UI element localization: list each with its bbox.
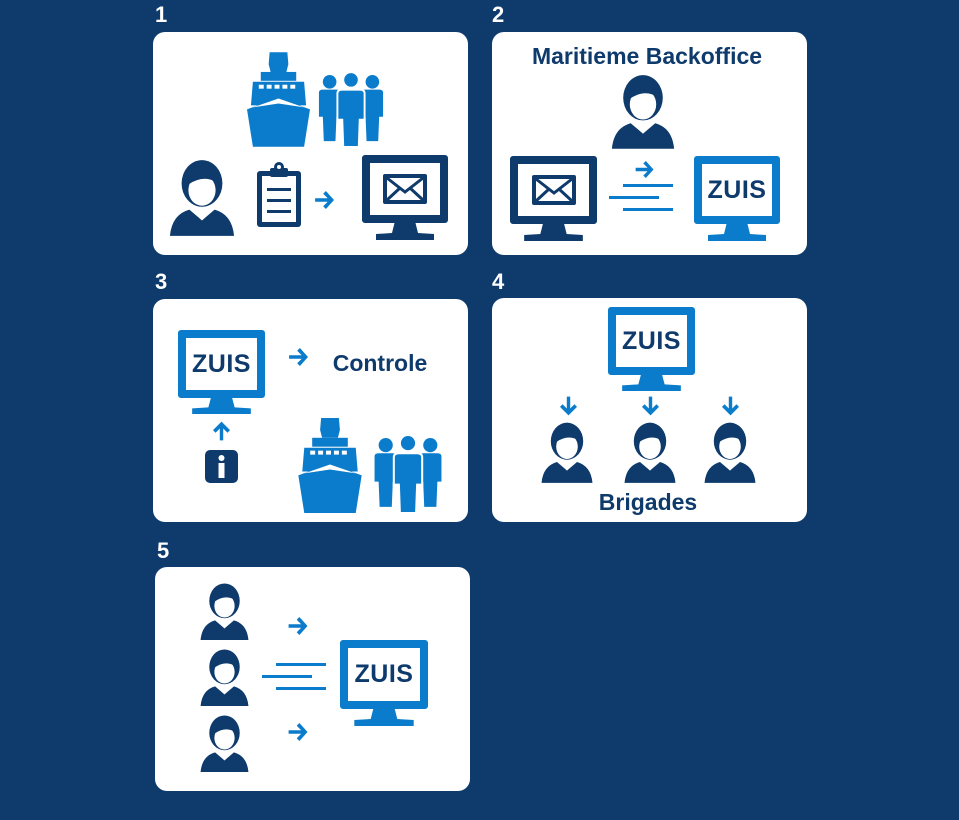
arrow-right-icon (288, 348, 310, 366)
clipboard-icon (257, 162, 301, 227)
monitor-email-icon (362, 155, 448, 240)
arrow-up-icon (213, 421, 230, 441)
step-number: 3 (155, 269, 168, 294)
ship-icon (298, 418, 362, 513)
speed-lines-icon (609, 184, 673, 211)
arrow-down-icon (560, 396, 577, 416)
arrow-right-icon (314, 191, 336, 209)
ship-icon (247, 52, 310, 147)
envelope-icon (532, 175, 576, 205)
zuis-label: ZUIS (192, 349, 251, 378)
info-icon (205, 450, 238, 483)
step-number: 4 (492, 269, 505, 294)
monitor-zuis-icon: ZUIS (178, 330, 265, 414)
speed-lines-icon (262, 663, 326, 690)
maritime-backoffice-title: Maritieme Backoffice (531, 43, 763, 69)
crew-group-icon (372, 436, 444, 513)
controle-label: Controle (332, 350, 428, 376)
person-icon (199, 714, 250, 772)
envelope-icon (383, 174, 427, 204)
zuis-label: ZUIS (707, 175, 767, 204)
monitor-email-icon (510, 156, 597, 241)
person-icon (168, 158, 236, 236)
step-number: 2 (492, 2, 505, 27)
brigade-person-icon (623, 421, 677, 483)
monitor-zuis-icon: ZUIS (608, 307, 695, 391)
step-number: 5 (157, 538, 170, 563)
arrow-right-icon (287, 617, 310, 635)
arrow-right-icon (634, 161, 656, 178)
brigades-label: Brigades (598, 489, 698, 515)
brigade-person-icon (703, 421, 757, 483)
person-icon (610, 72, 676, 150)
monitor-zuis-icon: ZUIS (340, 640, 428, 726)
brigade-person-icon (540, 421, 594, 483)
arrow-down-icon (722, 396, 739, 416)
monitor-zuis-icon: ZUIS (694, 156, 780, 241)
step-number: 1 (155, 2, 168, 27)
person-icon (199, 648, 250, 706)
zuis-label: ZUIS (354, 660, 414, 688)
person-icon (199, 582, 250, 640)
zuis-label: ZUIS (622, 326, 681, 355)
arrow-down-icon (642, 396, 659, 416)
arrow-right-icon (287, 723, 310, 741)
crew-group-icon (317, 73, 385, 147)
